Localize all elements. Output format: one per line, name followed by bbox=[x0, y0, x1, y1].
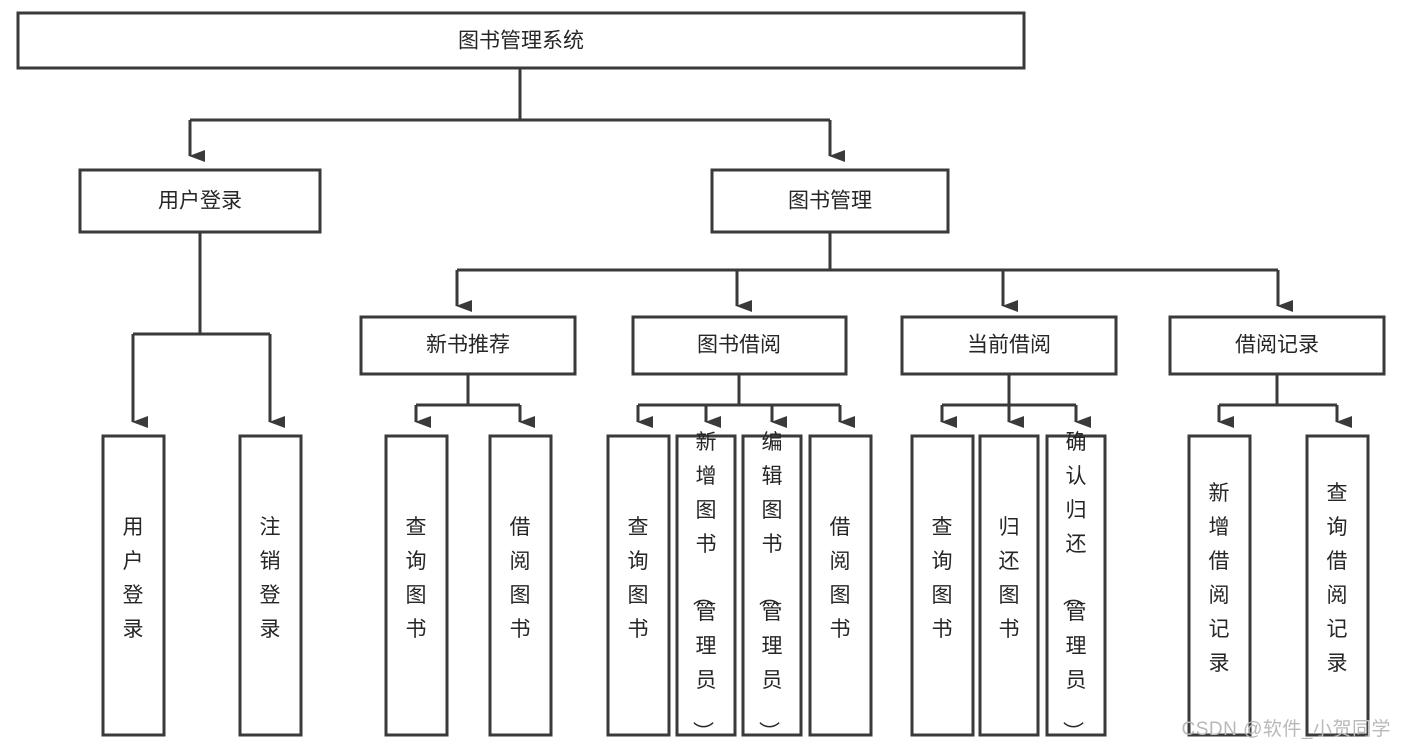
node-leaf-2[interactable]: 注销登录 bbox=[238, 434, 303, 737]
node-leaf-8-box[interactable] bbox=[808, 434, 873, 737]
node-records-label: 借阅记录 bbox=[1235, 334, 1319, 357]
node-records[interactable]: 借阅记录 bbox=[1168, 315, 1386, 376]
node-newbook-label: 新书推荐 bbox=[426, 334, 510, 357]
node-leaf-11-box[interactable] bbox=[1045, 434, 1107, 737]
node-newbook[interactable]: 新书推荐 bbox=[359, 315, 577, 376]
node-leaf-4-label: 借阅图书 bbox=[510, 516, 531, 641]
node-leaf-3-box[interactable] bbox=[384, 434, 449, 737]
node-login-label: 用户登录 bbox=[158, 190, 242, 213]
node-records-box[interactable] bbox=[1168, 315, 1386, 376]
node-leaf-12-label: 新增借阅记录 bbox=[1209, 482, 1230, 675]
node-leaf-2-label: 注销登录 bbox=[260, 516, 281, 641]
node-bookmgmt[interactable]: 图书管理 bbox=[710, 168, 950, 234]
node-leaf-6-label: 新增图书（管理员） bbox=[691, 431, 717, 742]
node-leaf-5-label: 查询图书 bbox=[628, 516, 649, 641]
node-leaf-9[interactable]: 查询图书 bbox=[910, 434, 975, 737]
node-leaf-1-label: 用户登录 bbox=[123, 516, 144, 641]
node-leaf-12-box[interactable] bbox=[1187, 434, 1252, 737]
node-leaf-12[interactable]: 新增借阅记录 bbox=[1187, 434, 1252, 737]
connectors bbox=[131, 68, 1352, 428]
node-borrow-box[interactable] bbox=[631, 315, 848, 376]
node-leaf-1-box[interactable] bbox=[101, 434, 166, 737]
node-root[interactable]: 图书管理系统 bbox=[16, 11, 1026, 70]
node-current-label: 当前借阅 bbox=[967, 334, 1051, 357]
node-leaf-11-label: 确认归还（管理员） bbox=[1061, 431, 1087, 742]
node-leaf-6-box[interactable] bbox=[675, 434, 737, 737]
node-leaf-8-label: 借阅图书 bbox=[830, 516, 851, 641]
node-login[interactable]: 用户登录 bbox=[78, 168, 322, 234]
node-leaf-8[interactable]: 借阅图书 bbox=[808, 434, 873, 737]
csdn-watermark: CSDN @软件_小贺同学 bbox=[1181, 719, 1391, 740]
node-leaf-10-label: 归还图书 bbox=[999, 516, 1020, 641]
node-bookmgmt-label: 图书管理 bbox=[788, 190, 872, 213]
node-leaf-6[interactable]: 新增图书（管理员） bbox=[675, 431, 737, 742]
node-newbook-box[interactable] bbox=[359, 315, 577, 376]
node-borrow[interactable]: 图书借阅 bbox=[631, 315, 848, 376]
node-leaf-11[interactable]: 确认归还（管理员） bbox=[1045, 431, 1107, 742]
node-current-box[interactable] bbox=[900, 315, 1118, 376]
node-leaf-7-box[interactable] bbox=[741, 434, 803, 737]
node-leaf-9-label: 查询图书 bbox=[932, 516, 953, 641]
node-root-box[interactable] bbox=[16, 11, 1026, 70]
node-leaf-3[interactable]: 查询图书 bbox=[384, 434, 449, 737]
node-leaf-13[interactable]: 查询借阅记录 bbox=[1305, 434, 1370, 737]
node-leaf-13-label: 查询借阅记录 bbox=[1327, 482, 1348, 675]
node-borrow-label: 图书借阅 bbox=[697, 334, 781, 357]
node-leaf-5[interactable]: 查询图书 bbox=[606, 434, 671, 737]
node-login-box[interactable] bbox=[78, 168, 322, 234]
node-current[interactable]: 当前借阅 bbox=[900, 315, 1118, 376]
node-leaf-5-box[interactable] bbox=[606, 434, 671, 737]
node-leaf-7[interactable]: 编辑图书（管理员） bbox=[741, 431, 803, 742]
node-leaf-10[interactable]: 归还图书 bbox=[978, 434, 1040, 737]
node-bookmgmt-box[interactable] bbox=[710, 168, 950, 234]
node-root-label: 图书管理系统 bbox=[458, 30, 584, 53]
node-leaf-1[interactable]: 用户登录 bbox=[101, 434, 166, 737]
node-leaf-3-label: 查询图书 bbox=[406, 516, 427, 641]
node-leaf-10-box[interactable] bbox=[978, 434, 1040, 737]
node-leaf-7-label: 编辑图书（管理员） bbox=[757, 431, 783, 742]
leaf-nodes: 用户登录 注销登录 查询图书 借阅图书 查询图书 新增图书（管理员） bbox=[101, 431, 1370, 742]
node-leaf-2-box[interactable] bbox=[238, 434, 303, 737]
node-leaf-4-box[interactable] bbox=[488, 434, 553, 737]
node-leaf-9-box[interactable] bbox=[910, 434, 975, 737]
node-leaf-4[interactable]: 借阅图书 bbox=[488, 434, 553, 737]
node-leaf-13-box[interactable] bbox=[1305, 434, 1370, 737]
